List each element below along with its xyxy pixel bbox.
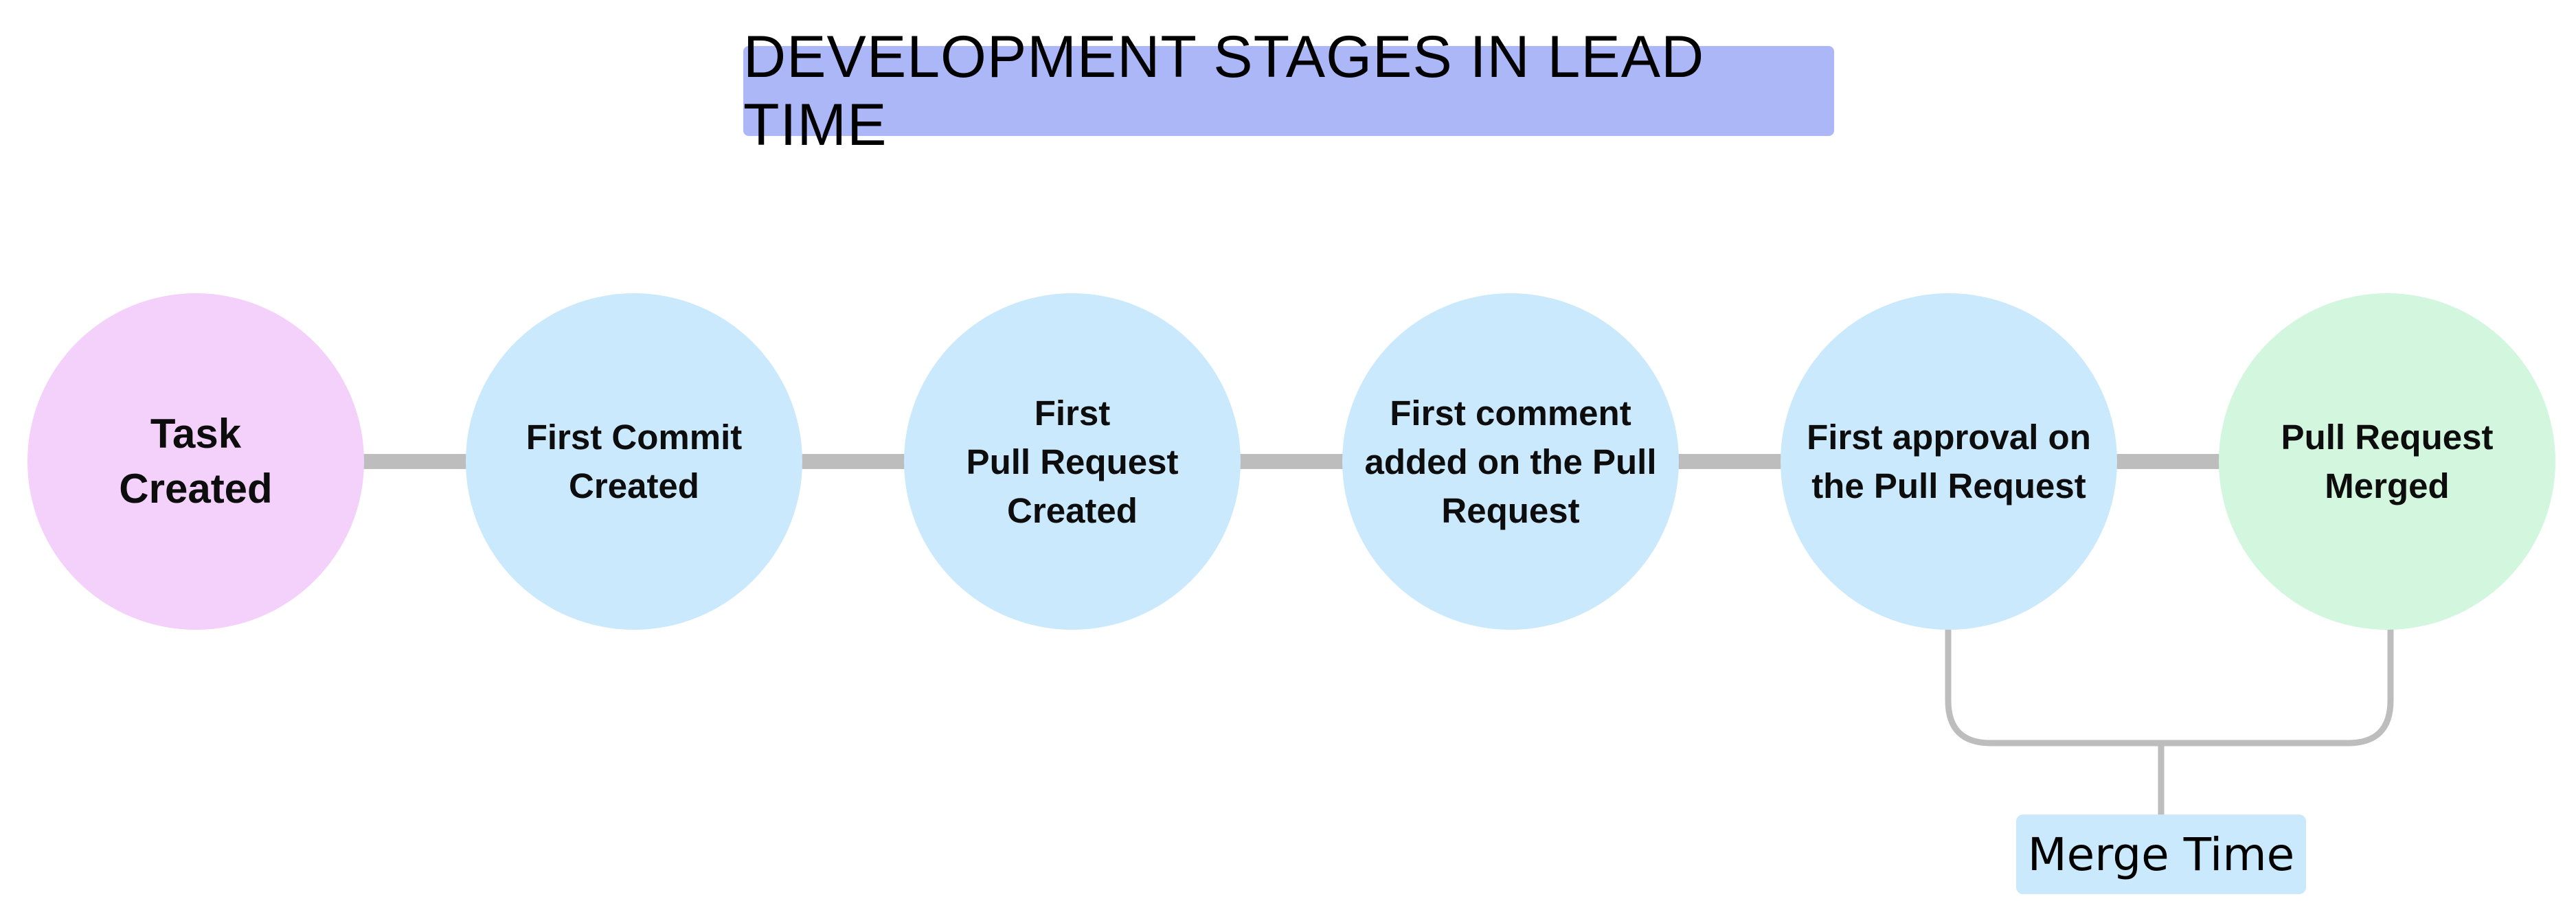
stage-first-approval: First approval on the Pull Request xyxy=(1781,293,2117,630)
stage-label: First Pull Request Created xyxy=(966,393,1179,530)
diagram-title-text: DEVELOPMENT STAGES IN LEAD TIME xyxy=(743,23,1705,158)
merge-time-bracket xyxy=(1945,628,2394,747)
stage-label: First Commit Created xyxy=(526,418,743,505)
stage-first-pull-request: First Pull Request Created xyxy=(904,293,1241,630)
stage-task-created: Task Created xyxy=(27,293,364,630)
stage-pull-request-merged: Pull Request Merged xyxy=(2219,293,2555,630)
stage-label: First approval on the Pull Request xyxy=(1807,418,2091,505)
stage-first-commit: First Commit Created xyxy=(466,293,802,630)
stage-first-comment: First comment added on the Pull Request xyxy=(1342,293,1679,630)
diagram-title: DEVELOPMENT STAGES IN LEAD TIME xyxy=(743,24,1834,158)
merge-time-label: Merge Time xyxy=(2027,828,2295,881)
stage-label: First comment added on the Pull Request xyxy=(1364,393,1657,530)
stage-label: Pull Request Merged xyxy=(2281,418,2494,505)
stage-label: Task Created xyxy=(119,411,273,512)
merge-time-label-box: Merge Time xyxy=(2016,814,2306,894)
